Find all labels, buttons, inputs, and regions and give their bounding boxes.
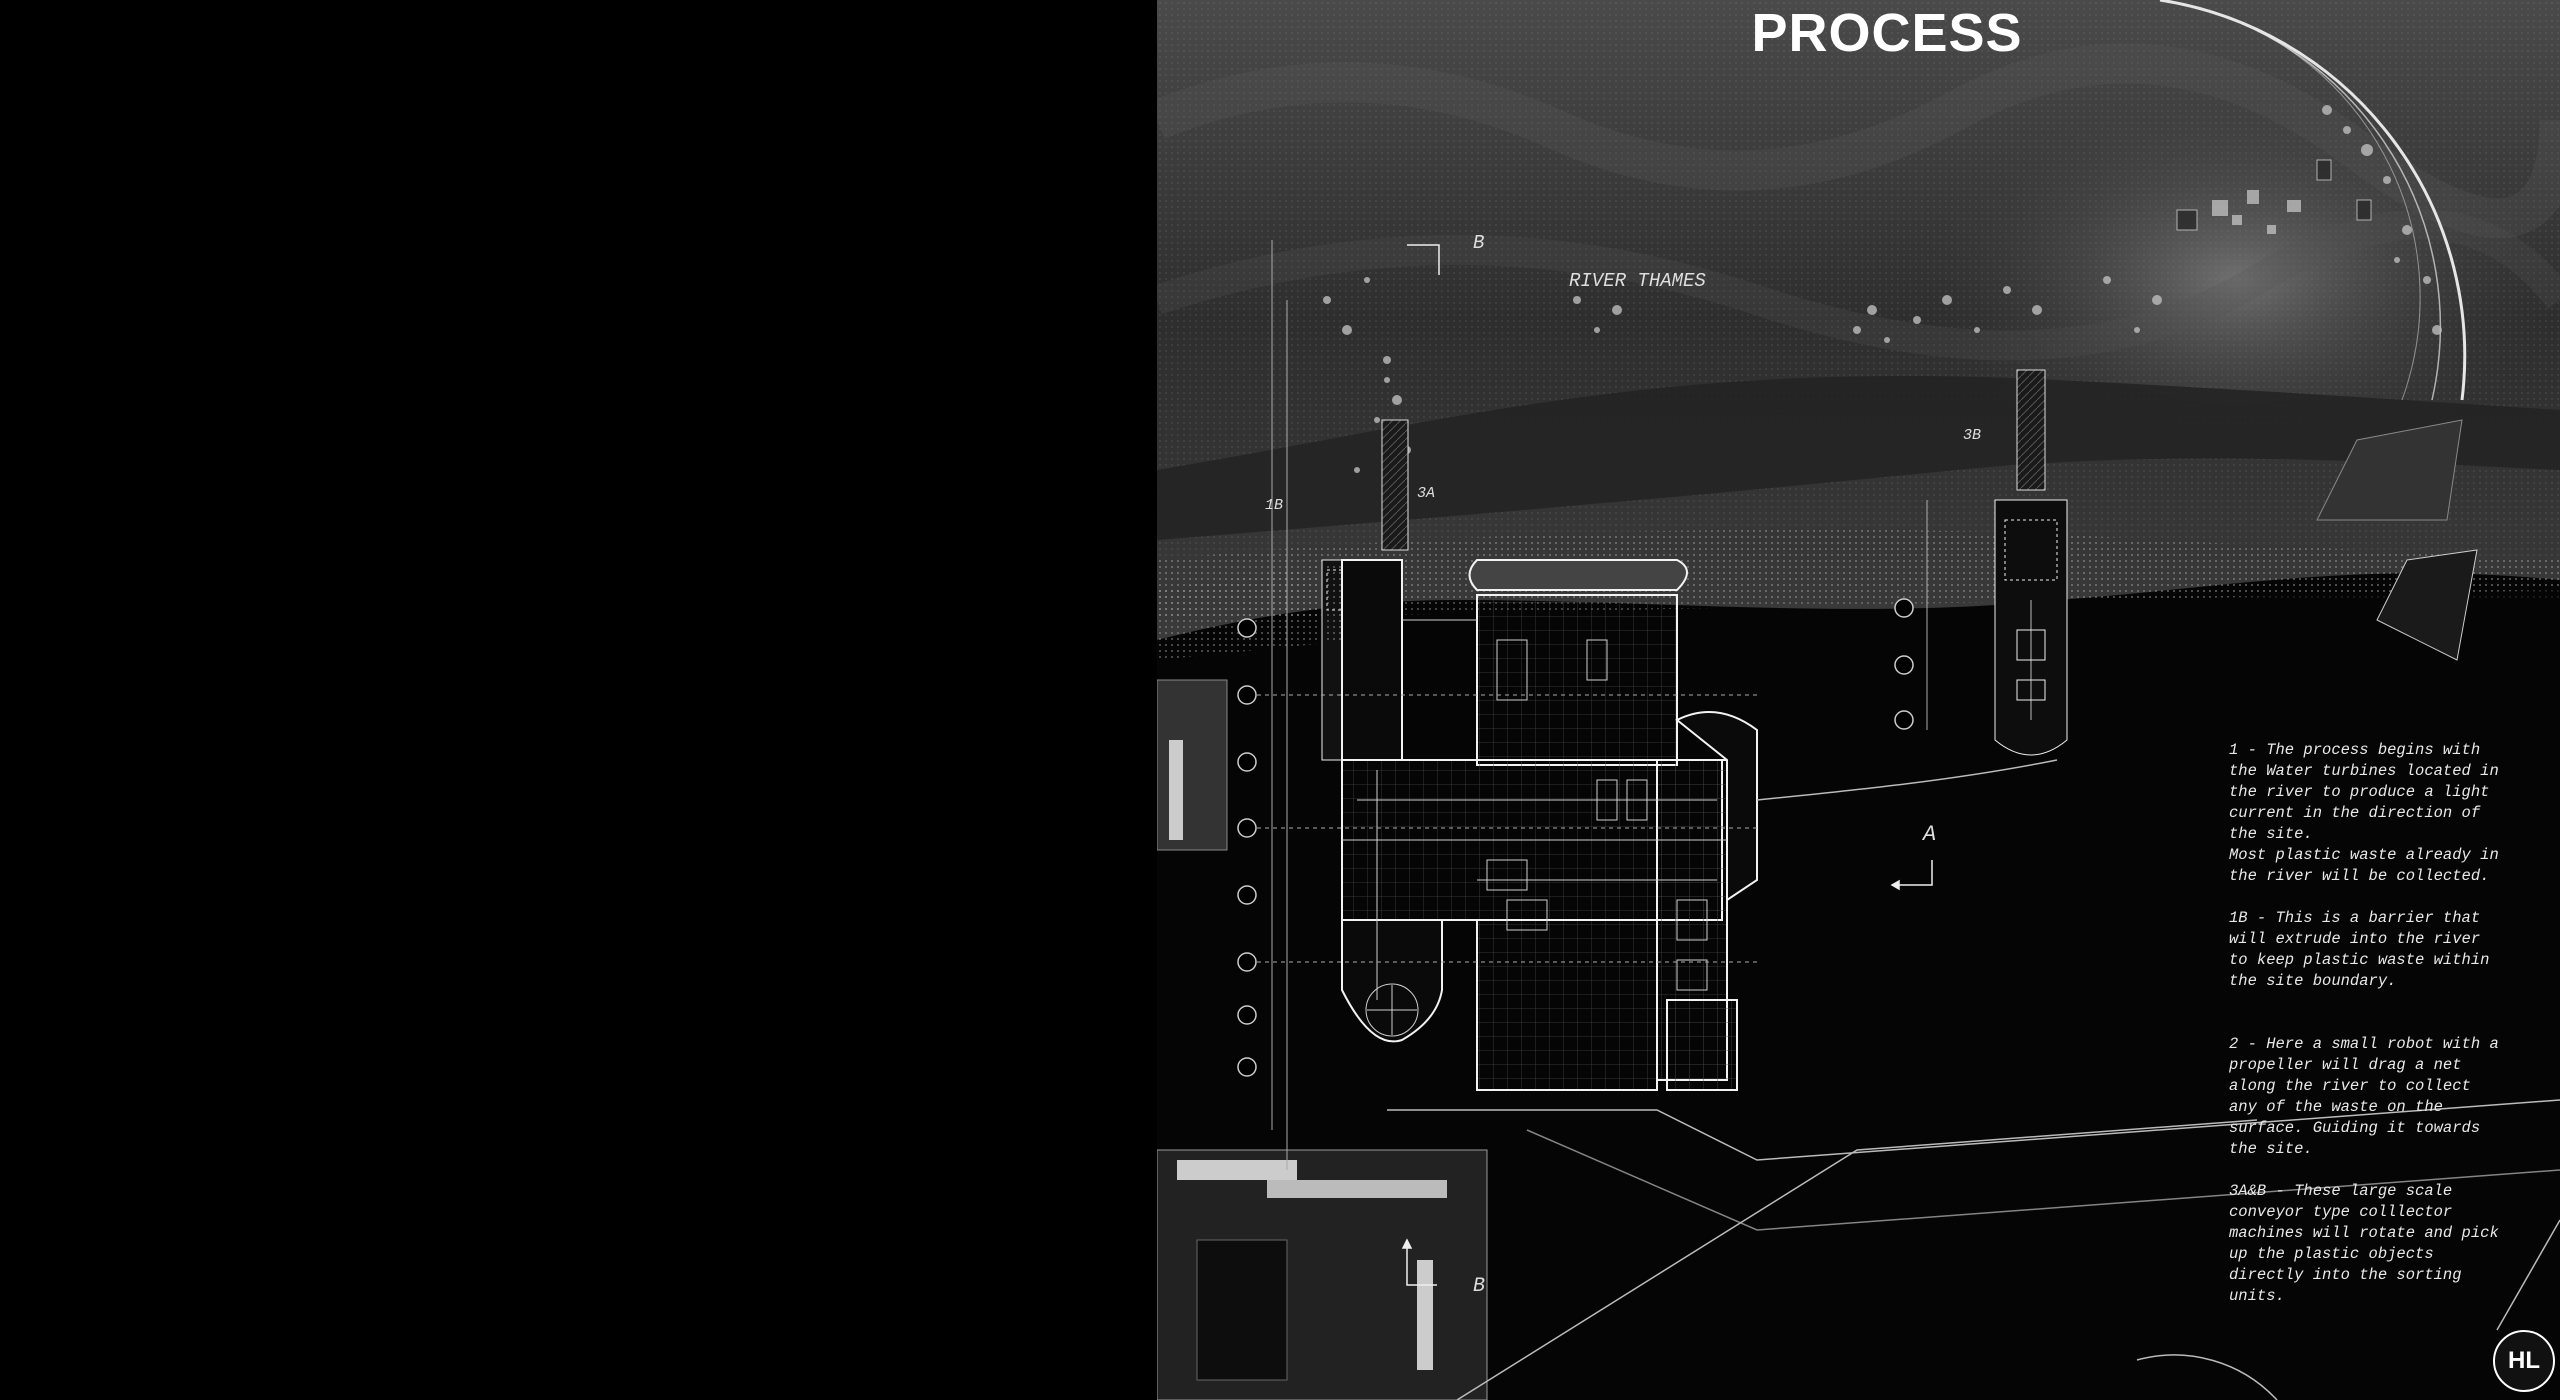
conveyor-3b	[1994, 369, 2068, 756]
section-markers	[1401, 244, 1933, 1286]
process-notes: 1 - The process begins with the Water tu…	[2229, 740, 2549, 1328]
note-1b: 1B - This is a barrier that will extrude…	[2229, 909, 2490, 990]
site-plan-drawing	[1157, 0, 2560, 1400]
turbine-arc	[2159, 0, 2478, 661]
note-2: 2 - Here a small robot with a propeller …	[2229, 1035, 2499, 1158]
page-title: PROCESS	[1751, 3, 2023, 63]
land-hatch	[1157, 560, 1488, 1400]
section-label-b-bottom: B	[1473, 1275, 1486, 1298]
hl-logo: HL	[2493, 1330, 2555, 1392]
river-label: RIVER THAMES	[1569, 270, 1706, 292]
marker-3b: 3B	[1963, 427, 1982, 444]
blank-left-area	[0, 0, 1157, 1400]
marker-3a: 3A	[1417, 485, 1436, 502]
river-texture	[1157, 0, 2560, 640]
dimension-lines	[1257, 240, 1928, 1170]
main-building	[1341, 559, 1758, 1091]
plastic-debris	[1323, 105, 2442, 473]
section-label-a: A	[1923, 822, 1937, 847]
section-label-b-top: B	[1473, 232, 1485, 254]
note-3ab: 3A&B - These large scale conveyor type c…	[2229, 1182, 2499, 1305]
note-1: 1 - The process begins with the Water tu…	[2229, 741, 2499, 885]
grid-markers	[1237, 598, 1914, 1077]
ground-lines	[1387, 759, 2560, 1400]
process-drawing-panel: PROCESS RIVER THAMES B A B 1B 3A 3B 1 - …	[1157, 0, 2560, 1400]
marker-1b: 1B	[1265, 497, 1284, 514]
